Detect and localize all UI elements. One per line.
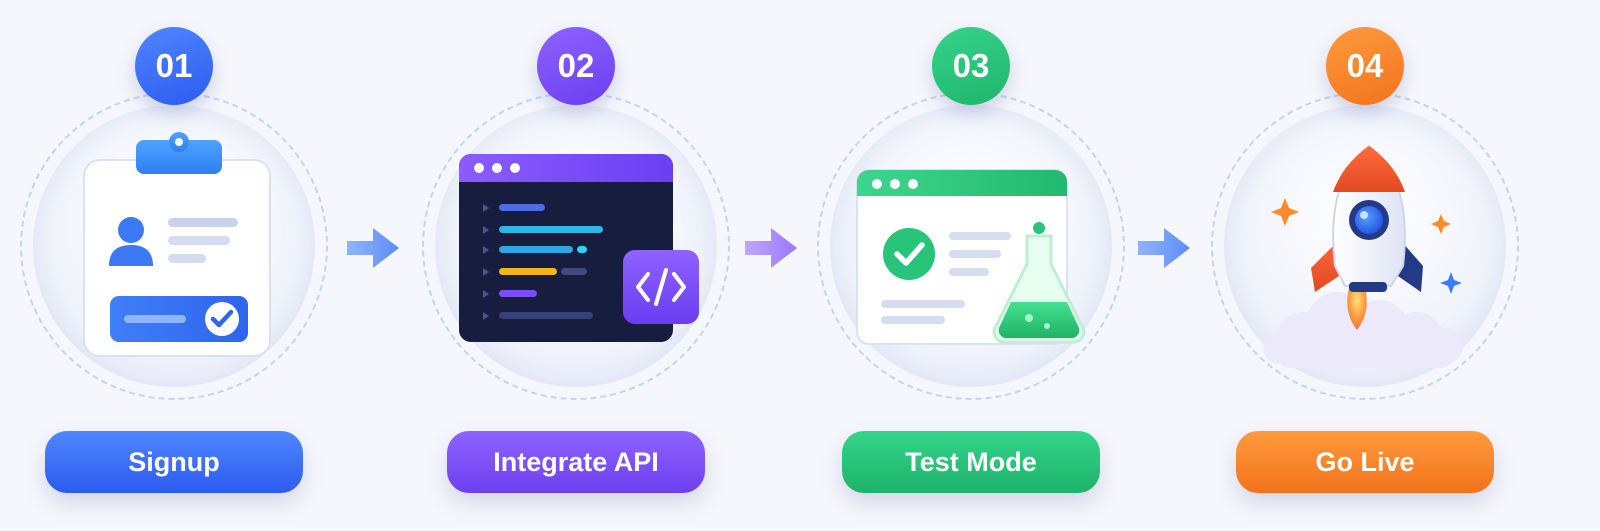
step-integrate-api: 02 — [417, 0, 737, 531]
step-illustration-circle — [817, 92, 1125, 400]
step-label-test-mode[interactable]: Test Mode — [842, 431, 1100, 493]
step-number-badge: 02 — [537, 27, 615, 105]
clipboard-signup-icon — [83, 132, 271, 357]
step-go-live: 04 — [1206, 0, 1526, 531]
step-label-go-live[interactable]: Go Live — [1236, 431, 1494, 493]
code-editor-icon — [459, 154, 699, 342]
step-signup: 01 — [15, 0, 335, 531]
rocket-icon — [1263, 144, 1463, 368]
arrow-right-icon — [347, 228, 399, 268]
step-illustration-circle — [422, 92, 730, 400]
test-window-flask-icon — [856, 169, 1086, 345]
step-number-badge: 04 — [1326, 27, 1404, 105]
step-number-badge: 03 — [932, 27, 1010, 105]
arrow-right-icon — [745, 228, 797, 268]
step-illustration-circle — [20, 92, 328, 400]
step-label-integrate-api[interactable]: Integrate API — [447, 431, 705, 493]
step-test-mode: 03 — [812, 0, 1132, 531]
step-number-badge: 01 — [135, 27, 213, 105]
step-illustration-circle — [1211, 92, 1519, 400]
arrow-right-icon — [1138, 228, 1190, 268]
step-label-signup[interactable]: Signup — [45, 431, 303, 493]
